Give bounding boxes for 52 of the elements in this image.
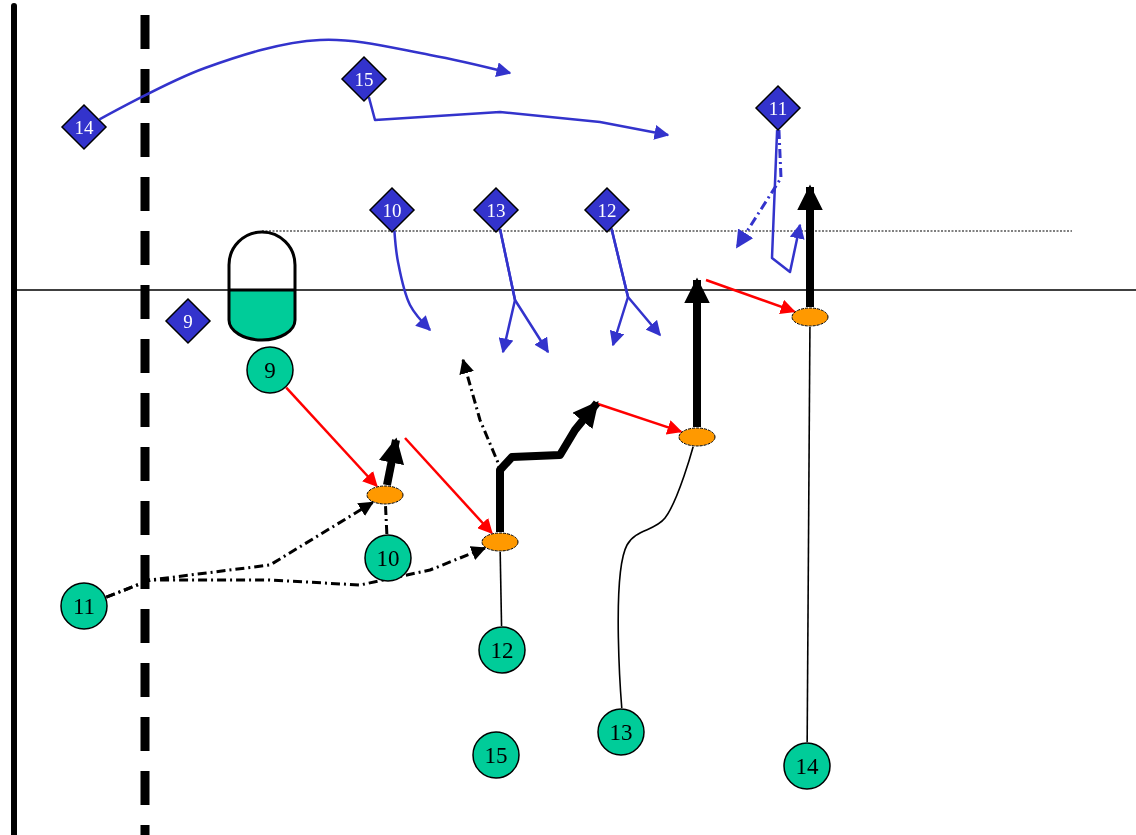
arrow [367,96,670,140]
ball-oval [791,307,829,327]
player-number: 15 [484,743,508,767]
player-circle [783,742,831,790]
player-number: 11 [72,594,96,618]
player-number: 9 [264,358,276,382]
player-number: 12 [490,638,514,662]
defender-diamond [369,187,415,233]
line [499,551,503,627]
arrow [459,358,502,533]
player-circle [60,582,108,630]
arrow [105,546,487,599]
player-number: 15 [354,69,374,89]
player-number: 14 [74,117,94,137]
player-number: 10 [376,546,400,570]
arrow [797,184,823,307]
line [806,326,811,743]
line [384,504,389,535]
arrow [770,130,805,274]
arrow [378,437,405,486]
ball-oval [481,532,519,552]
player-circle [478,626,526,674]
defender-diamond [755,85,801,131]
player-number: 13 [486,200,506,220]
defender-diamond [341,56,387,102]
defender-diamond [584,187,630,233]
player-number: 12 [597,200,617,220]
player-number: 9 [183,311,193,331]
player-number: 10 [382,200,402,220]
arrow [285,386,378,488]
arrow [735,130,783,249]
player-circle [246,346,294,394]
arrow [498,228,550,354]
line [617,446,694,709]
arrow [684,277,710,427]
arrow [610,228,661,337]
arrow [393,230,432,332]
arrow [496,400,601,532]
defender-diamond [473,187,519,233]
arrow [98,38,512,121]
ball-oval [678,427,716,447]
defender-diamond [61,104,107,150]
player-number: 11 [768,98,788,118]
arrow [404,437,493,535]
player-circle [472,731,520,779]
ball-oval [366,485,404,505]
defender-diamond [165,298,211,344]
player-number: 14 [795,754,819,778]
player-number: 13 [609,720,633,744]
player-circle [364,534,412,582]
arrow [705,278,796,314]
player-circle [597,708,645,756]
